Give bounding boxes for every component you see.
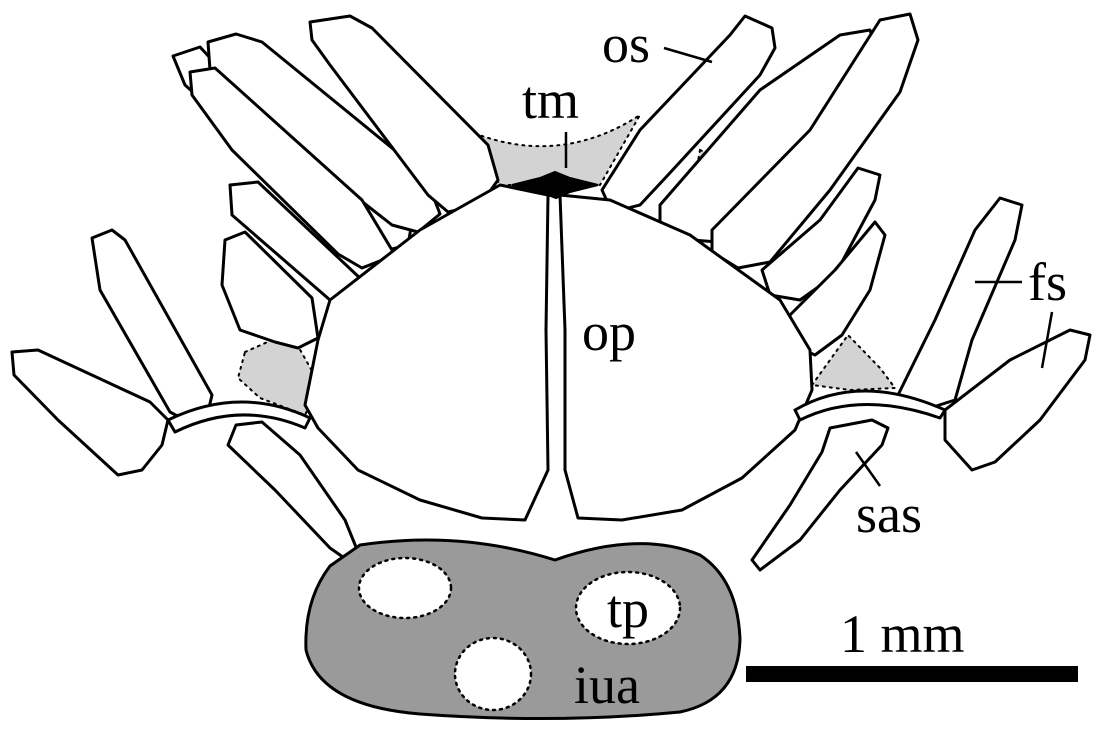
scale-bar [746, 666, 1078, 682]
label-os: os [602, 14, 650, 74]
pore-lower [455, 638, 531, 710]
label-tm: tm [522, 70, 579, 130]
label-op: op [582, 302, 636, 362]
label-fs: fs [1028, 252, 1067, 312]
leader-os [664, 48, 712, 62]
label-sas: sas [856, 484, 922, 544]
pore-left [359, 558, 451, 618]
scale-bar-label: 1 mm [840, 604, 965, 664]
label-iua: iua [574, 655, 640, 715]
label-tp: tp [607, 579, 649, 639]
